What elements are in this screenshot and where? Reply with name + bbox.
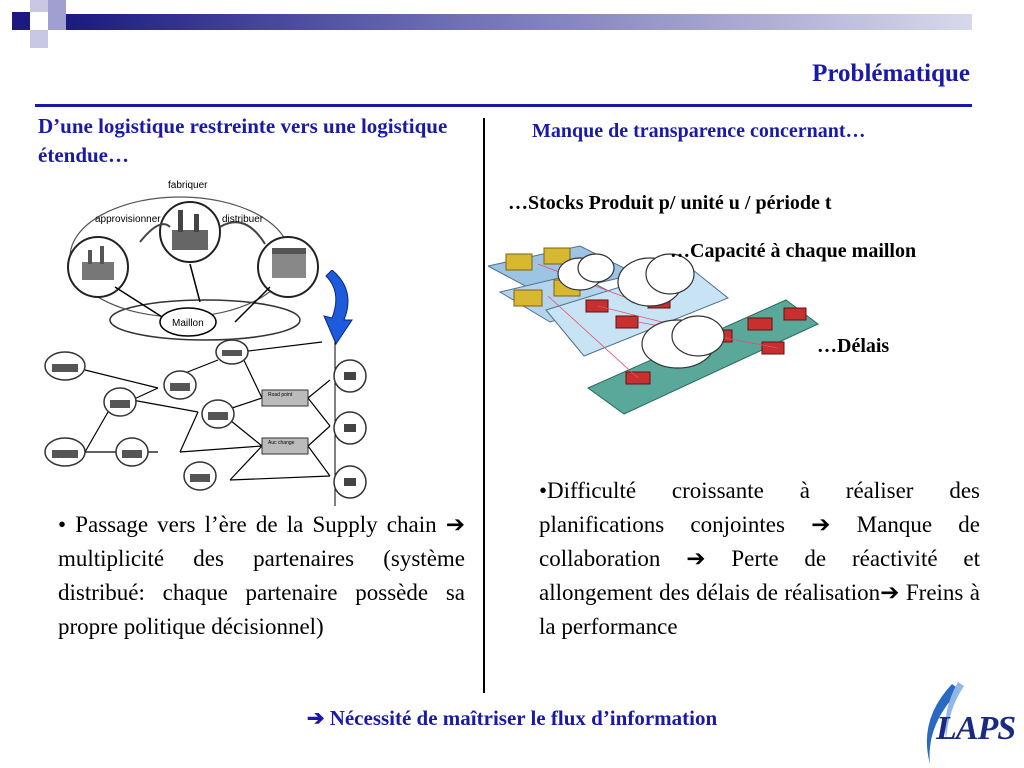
label-store2: Auc change	[268, 440, 295, 446]
laps-logo: LAPS	[912, 680, 1024, 768]
right-paragraph: •Difficulté croissante à réaliser des pl…	[539, 478, 980, 639]
maillon-node	[159, 307, 217, 337]
item-delais: …Délais	[817, 335, 890, 357]
conclusion-text: ➔ Nécessité de maîtriser le flux d’infor…	[306, 706, 718, 730]
right-heading: Manque de transparence concernant…	[532, 120, 866, 142]
supply-chain-cycle-diagram: fabriquer approvisionner distribuer Mail…	[67, 180, 319, 341]
title-underline	[35, 104, 972, 107]
label-maillon: Maillon	[172, 318, 204, 329]
left-paragraph: • Passage vers l’ère de la Supply chain …	[58, 512, 465, 639]
supply-network-diagram: Road point Auc change	[44, 340, 367, 506]
laps-logo-swoosh	[926, 682, 964, 764]
laps-logo-text: LAPS	[936, 710, 1016, 747]
left-paragraph-text: Passage vers l’ère de la Supply chain ➔ …	[58, 512, 465, 639]
label-fabriquer: fabriquer	[168, 180, 208, 191]
column-divider	[483, 118, 485, 693]
item-stocks: …Stocks Produit p/ unité u / période t	[508, 192, 832, 214]
label-distribuer: distribuer	[222, 214, 264, 225]
network-clouds-diagram	[488, 245, 819, 415]
item-capacite: …Capacité à chaque maillon	[670, 240, 917, 262]
blue-curved-arrow	[323, 270, 353, 345]
label-store1: Road point	[268, 392, 293, 398]
left-heading: D’une logistique restreinte vers une log…	[38, 114, 448, 167]
slide-title: Problématique	[812, 60, 970, 87]
label-approvisionner: approvisionner	[95, 214, 161, 225]
